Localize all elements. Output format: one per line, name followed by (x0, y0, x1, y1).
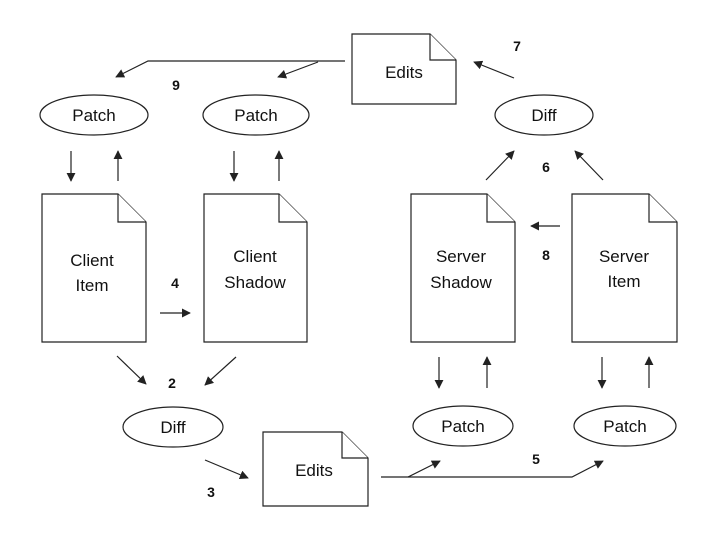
server-item-document: Server Item (571, 193, 678, 343)
edits-bottom-document: Edits (262, 431, 369, 507)
patch-server-shadow-label: Patch (441, 417, 484, 436)
edits-top-document: Edits (351, 33, 457, 105)
step-5-label: 5 (532, 451, 540, 467)
patch-server-shadow-ellipse: Patch (412, 405, 514, 447)
step-8-label: 8 (542, 247, 550, 263)
diff-server-label: Diff (531, 106, 556, 125)
patch-server-item-label: Patch (603, 417, 646, 436)
server-item-label-line1: Server (599, 247, 649, 266)
patch-client-item-ellipse: Patch (39, 94, 149, 136)
arrow-server-item-to-diff (574, 150, 604, 181)
client-shadow-label-line1: Client (233, 247, 277, 266)
step-4-label: 4 (171, 275, 179, 291)
client-item-document: Client Item (41, 193, 147, 343)
step-7-label: 7 (513, 38, 521, 54)
arrow-edits-to-patch-client-shadow (277, 61, 319, 79)
arrow-edits-to-patch-client-item (115, 60, 345, 78)
server-shadow-label-line1: Server (436, 247, 486, 266)
diff-client-label: Diff (160, 418, 185, 437)
arrow-client-shadow-to-diff (204, 356, 237, 386)
patch-client-shadow-label: Patch (234, 106, 277, 125)
arrow-edits-to-patch-server-item (408, 460, 604, 478)
diff-server-ellipse: Diff (494, 94, 594, 136)
client-shadow-label-line2: Shadow (224, 273, 286, 292)
step-6-label: 6 (542, 159, 550, 175)
client-item-label-line1: Client (70, 251, 114, 270)
step-9-label: 9 (172, 77, 180, 93)
patch-client-shadow-ellipse: Patch (202, 94, 310, 136)
arrow-server-shadow-to-diff (485, 150, 515, 181)
arrow-client-item-to-diff (116, 355, 147, 385)
patch-client-item-label: Patch (72, 106, 115, 125)
server-shadow-label-line2: Shadow (430, 273, 492, 292)
arrow-diff-to-edits (473, 60, 515, 79)
step-2-label: 2 (168, 375, 176, 391)
patch-server-item-ellipse: Patch (573, 405, 677, 447)
client-shadow-document: Client Shadow (203, 193, 308, 343)
arrow-diff-to-edits-bottom (204, 459, 249, 480)
diff-client-ellipse: Diff (122, 406, 224, 448)
step-3-label: 3 (207, 484, 215, 500)
server-item-label-line2: Item (607, 272, 640, 291)
edits-bottom-label: Edits (295, 461, 333, 480)
server-shadow-document: Server Shadow (410, 193, 516, 343)
arrow-edits-to-patch-server-shadow (381, 460, 441, 478)
edits-top-label: Edits (385, 63, 423, 82)
client-item-label-line2: Item (75, 276, 108, 295)
